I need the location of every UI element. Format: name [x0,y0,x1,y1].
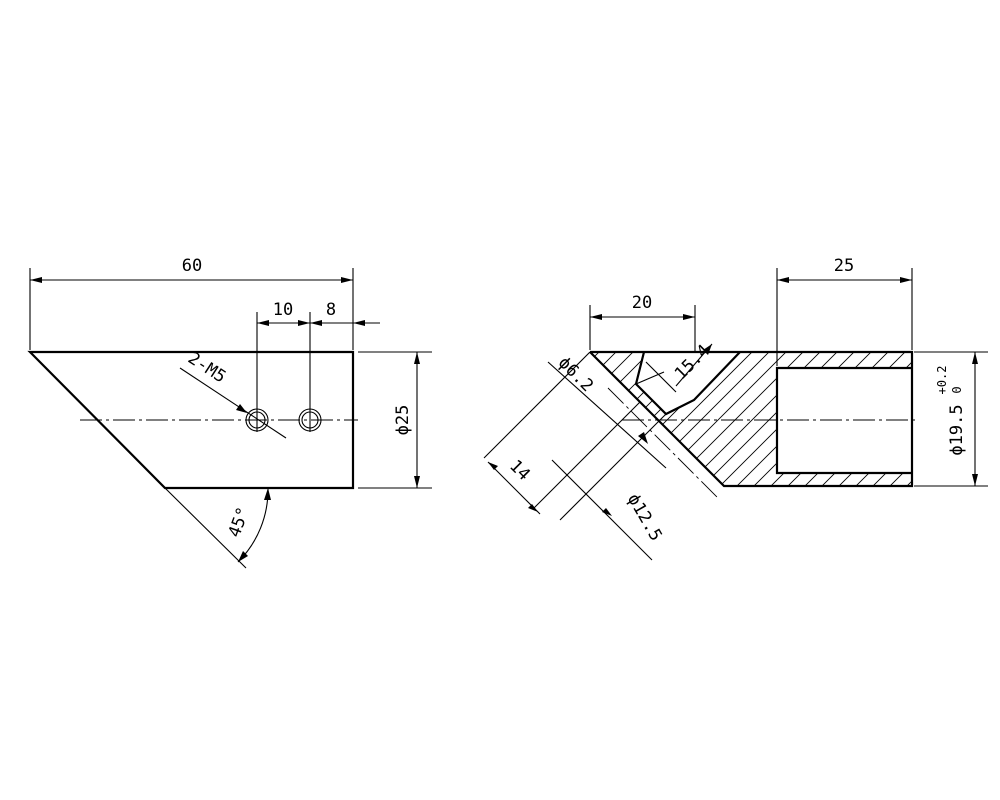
threaded-hole-2 [298,408,322,432]
leader-2-M5: 2-M5 [179,348,287,439]
hatch-line [400,340,560,500]
dim-60-label: 60 [182,256,202,276]
hatch-line [417,340,577,500]
dim-phi25: ϕ25 [358,351,432,489]
dim-45-label: 45° [225,504,254,540]
hatch-line [590,352,663,486]
front-view: 60 10 8 ϕ25 2-M5 [27,256,432,569]
section-outline [589,350,914,488]
front-view-outline [27,350,355,490]
tol-lower-label: 0 [950,386,964,393]
main-bore-area [777,368,912,473]
counterbore-axis [607,387,719,499]
threaded-hole-1 [245,408,269,432]
dim-phi6-2-label: ϕ6.2 [554,353,597,396]
dim-phi12-5-label: ϕ12.5 [623,490,666,544]
dim-20: 20 [589,293,696,352]
dim-14-label: 14 [505,456,534,485]
dim-phi19-5: ϕ19.5 +0.2 0 [914,351,988,487]
dim-25-label: 25 [834,256,854,276]
dim-60: 60 [29,256,354,350]
dim-phi19-5-label: ϕ19.5 [947,404,967,455]
dim-10-label: 10 [273,300,293,320]
hatch-line [590,352,612,486]
dim-45-angle: 45° [164,487,271,569]
main-bore [775,366,912,475]
dim-10-8: 10 8 [256,300,380,408]
dim-2-M5-label: 2-M5 [184,348,229,387]
hatch-line [590,352,646,486]
dim-20-label: 20 [632,293,652,313]
tol-upper-label: +0.2 [935,366,949,395]
dim-phi12-5: ϕ12.5 [551,413,667,561]
section-view: 20 25 ϕ19.5 +0.2 0 ϕ6.2 [400,256,988,561]
dim-phi25-label: ϕ25 [393,405,413,436]
dim-14: 14 [483,351,641,515]
dim-8-label: 8 [326,300,336,320]
counterbore-area [636,352,740,414]
dim-25: 25 [776,256,913,366]
